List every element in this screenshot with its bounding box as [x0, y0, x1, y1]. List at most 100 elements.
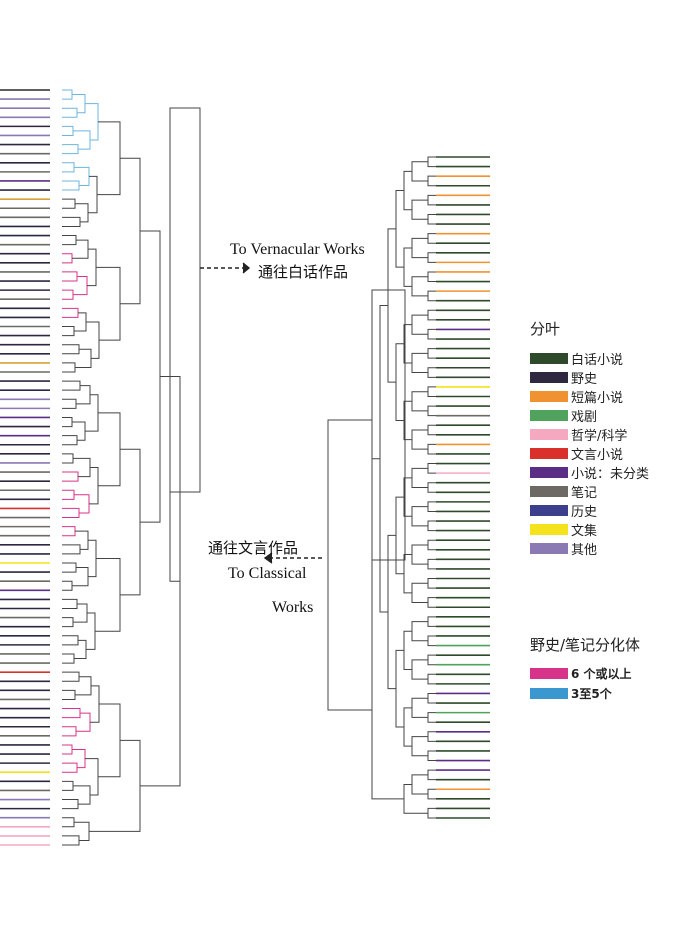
left-branch — [75, 203, 89, 223]
left-branch — [72, 94, 86, 114]
left-branch — [73, 275, 88, 296]
arrow-head-classical — [263, 552, 273, 564]
right-pair-branch — [427, 578, 436, 589]
legend-item: 笔记 — [530, 482, 695, 501]
right-pair-branch — [427, 673, 436, 685]
left-pair-branch — [62, 362, 76, 373]
annotation-vernacular-zh: 通往白话作品 — [258, 263, 348, 281]
legend-swatch — [530, 353, 568, 364]
right-branch — [411, 199, 428, 220]
left-pair-branch — [62, 180, 80, 191]
legend-item: 历史 — [530, 501, 695, 520]
left-branch — [95, 557, 121, 632]
left-branch — [85, 103, 99, 141]
right-branch — [411, 467, 428, 488]
left-pair-branch — [62, 762, 78, 773]
left-branch — [74, 494, 90, 514]
left-branch — [76, 712, 91, 732]
legend-swatch — [530, 467, 568, 478]
legend-label: 小说：未分类 — [571, 467, 650, 482]
left-branch — [72, 421, 86, 441]
right-branch — [411, 506, 428, 527]
right-pair-branch — [427, 233, 436, 244]
left-pair-branch — [62, 835, 80, 846]
left-pair-branch — [62, 144, 79, 155]
legend-item: 短篇小说 — [530, 387, 695, 406]
right-branch — [411, 314, 428, 335]
left-pair-branch — [62, 453, 74, 464]
legend-label: 戏剧 — [571, 410, 598, 425]
right-branch — [411, 429, 428, 450]
left-pair-branch — [62, 799, 79, 810]
left-branch — [140, 230, 161, 523]
left-branch — [73, 457, 91, 478]
left-branch — [120, 448, 141, 596]
left-branch — [72, 748, 86, 769]
left-branch — [85, 394, 99, 432]
legend-item: 3至5个 — [530, 683, 695, 703]
legend-label: 白话小说 — [571, 353, 624, 368]
clade-legend-title: 分叶 — [530, 320, 561, 338]
left-branch — [97, 121, 121, 196]
left-pair-branch — [62, 544, 81, 555]
left-branch — [74, 821, 90, 841]
right-branch — [395, 649, 404, 728]
right-tree-branches — [327, 156, 436, 819]
legend-label: 文言小说 — [571, 448, 624, 463]
legend-label: 历史 — [571, 505, 598, 520]
right-branch — [411, 659, 428, 680]
right-branch — [411, 161, 428, 182]
arrow-head-vernacular — [242, 262, 251, 274]
left-branch — [73, 603, 88, 623]
annotation-classical-en-2: Works — [272, 599, 313, 616]
left-pair-branch — [62, 507, 80, 519]
right-branch — [403, 783, 428, 814]
left-branch — [74, 312, 87, 332]
right-pair-branch — [427, 692, 436, 704]
left-pair-branch — [62, 708, 81, 719]
left-branch — [98, 412, 121, 487]
right-pair-branch — [427, 405, 436, 417]
right-branch — [411, 736, 428, 757]
right-tree-leaves — [436, 156, 490, 819]
left-branch — [86, 321, 100, 359]
annotation-classical-en-1: To Classical — [228, 565, 307, 582]
left-pair-branch — [62, 471, 79, 482]
right-pair-branch — [427, 539, 436, 551]
legend-item: 小说：未分类 — [530, 463, 695, 482]
legend-label: 短篇小说 — [571, 391, 624, 406]
left-pair-branch — [62, 307, 79, 318]
left-pair-branch — [62, 398, 77, 409]
legend-item: 文集 — [530, 520, 695, 539]
left-branch — [98, 703, 121, 778]
legend-label: 6 个或以上 — [571, 666, 632, 681]
legend-swatch — [530, 667, 568, 679]
legend-label: 笔记 — [571, 486, 598, 501]
right-pair-branch — [427, 482, 436, 493]
left-branch — [76, 385, 91, 405]
annotation-vernacular-en: To Vernacular Works — [230, 241, 365, 258]
right-branch — [411, 774, 428, 795]
legend-item: 文言小说 — [530, 444, 695, 463]
left-pair-branch — [62, 216, 81, 227]
left-pair-branch — [62, 107, 78, 118]
left-pair-branch — [62, 235, 77, 246]
legend-swatch — [530, 429, 568, 440]
left-pair-branch — [62, 726, 77, 737]
right-pair-branch — [427, 328, 436, 340]
left-pair-branch — [62, 780, 74, 791]
left-pair-branch — [62, 526, 76, 537]
left-branch — [74, 639, 87, 660]
left-pair-branch — [62, 617, 74, 628]
left-pair-branch — [62, 671, 80, 682]
right-pair-branch — [427, 616, 436, 627]
left-pair-branch — [62, 162, 75, 173]
clade-legend-items: 白话小说野史短篇小说戏剧哲学/科学文言小说小说：未分类笔记历史文集其他 — [530, 349, 695, 558]
left-pair-branch — [62, 580, 73, 591]
right-branch — [411, 352, 428, 374]
left-branch — [72, 567, 89, 587]
left-pair-branch — [62, 562, 77, 573]
right-branch — [371, 458, 404, 800]
left-pair-branch — [62, 125, 74, 136]
legend-label: 野史 — [571, 372, 598, 387]
